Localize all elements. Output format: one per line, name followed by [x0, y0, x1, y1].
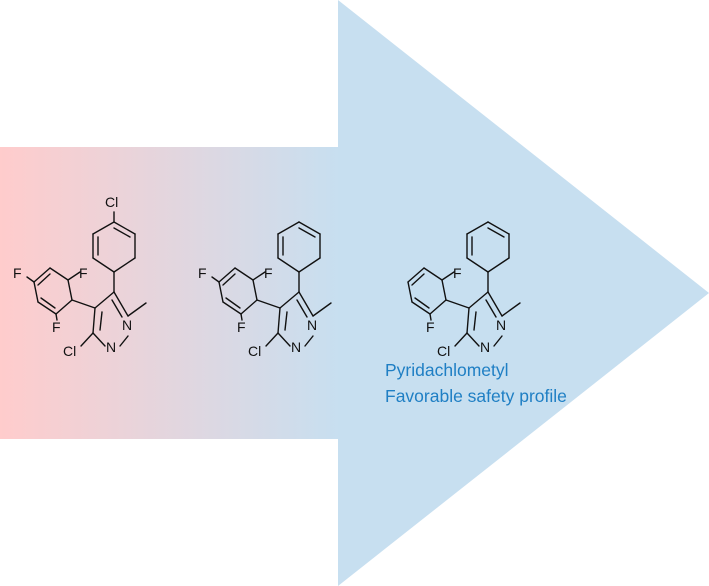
atom-f-ortho-top: F	[453, 265, 462, 281]
atom-cl-ring: Cl	[437, 343, 450, 359]
atom-n-b: N	[307, 317, 317, 333]
atom-n-a: N	[291, 339, 301, 355]
atom-n-a: N	[480, 339, 490, 355]
atom-cl-ring: Cl	[248, 343, 261, 359]
atom-f-ortho-bottom: F	[52, 319, 61, 335]
atom-f-ortho-top: F	[264, 265, 273, 281]
atom-cl-para: Cl	[105, 194, 118, 210]
atom-n-b: N	[122, 317, 132, 333]
molecule-2: N N Cl F F F	[198, 221, 332, 359]
atom-n-a: N	[106, 339, 116, 355]
caption-compound-name: Pyridachlometyl	[385, 360, 509, 380]
caption-safety-profile: Favorable safety profile	[385, 386, 567, 406]
atom-cl-ring: Cl	[63, 343, 76, 359]
arrow-shaft	[0, 147, 340, 439]
atom-f-para: F	[13, 265, 22, 281]
atom-f-ortho-bottom: F	[237, 319, 246, 335]
arrow-head	[338, 0, 709, 586]
molecule-1: N N Cl Cl F F F	[13, 194, 147, 359]
molecule-3: N N Cl F F	[407, 221, 521, 359]
atom-f-ortho-top: F	[79, 265, 88, 281]
atom-n-b: N	[496, 317, 506, 333]
atom-f-ortho-bottom: F	[426, 319, 435, 335]
atom-f-para: F	[198, 265, 207, 281]
